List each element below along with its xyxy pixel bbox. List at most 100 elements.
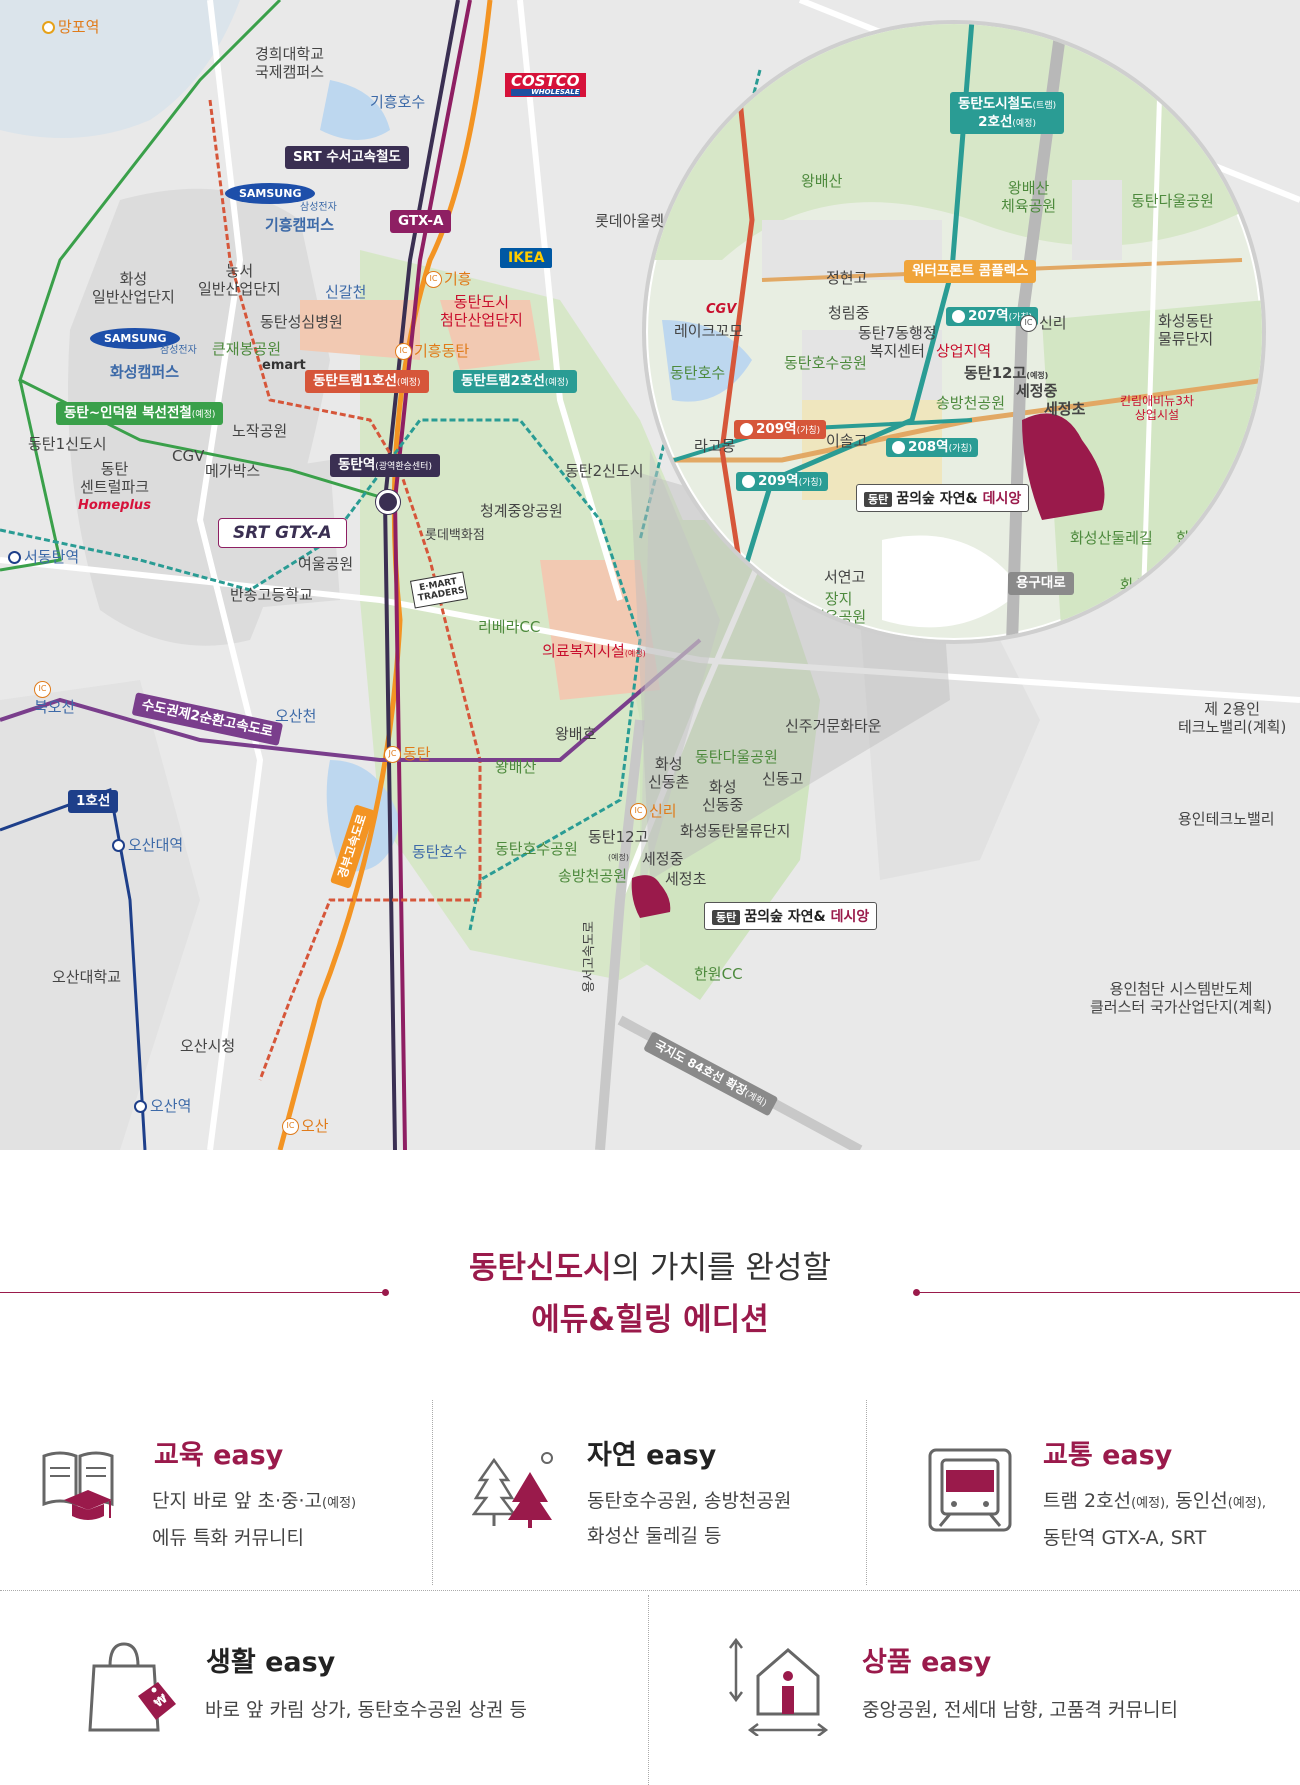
costco-logo-text: COSTCO (511, 72, 580, 90)
zoom-site-name-accent: 데시앙 (982, 491, 1022, 507)
kyunghee-univ: 경희대학교 국제캠퍼스 (255, 45, 325, 81)
grid-divider-v3 (648, 1595, 649, 1785)
zoom-tram2-tag-line2: 2호선 (978, 114, 1013, 131)
samsung-hwaseong-logo: SAMSUNG (90, 328, 181, 349)
grid-divider-h (0, 1590, 1300, 1591)
zoom-wangbae-sports: 왕배산 체육공원 (1001, 179, 1057, 215)
zoom-waterfront-tag: 워터프론트 콤플렉스 (904, 260, 1037, 283)
zoom-inset-base (646, 24, 1262, 640)
benefits-section: 동탄신도시의 가치를 완성할 에듀&힐링 에디션 교육 easy 단지 바로 앞… (0, 1150, 1300, 1785)
zoom-tram2-tag-note2: (예정) (1012, 119, 1036, 130)
feature-nature-line2: 화성산 둘레길 등 (587, 1525, 722, 1547)
osan-ic-icon: IC (282, 1118, 299, 1135)
ikea-logo: IKEA (500, 248, 553, 268)
zoom-station209a-label: 209역 (756, 421, 797, 437)
nongseo-industrial: 농서 일반산업단지 (198, 262, 281, 298)
feature-product-desc: 중앙공원, 전세대 남향, 고품격 커뮤니티 (862, 1693, 1178, 1728)
zoom-welfare: 동탄7동행정 복지센터 (858, 324, 937, 360)
zoom-dongtan12go-label: 동탄12고 (964, 364, 1027, 382)
yongin-techno-2: 제 2용인 테크노밸리(계획) (1178, 700, 1287, 736)
sinri-ic-label: 신리 (649, 802, 677, 820)
zoom-station209a: 209역(가칭) (734, 420, 827, 439)
yongin-cluster: 용인첨단 시스템반도체 클러스터 국가산업단지(계획) (1090, 980, 1273, 1016)
feature-product-line1: 중앙공원, 전세대 남향, 고품격 커뮤니티 (862, 1699, 1178, 1721)
osan-cityhall: 오산시청 (180, 1037, 236, 1055)
zoom-station208-dot (892, 440, 905, 454)
mangpo-station-label: 망포역 (58, 18, 100, 36)
samsung-hwaseong-sub: 삼성전자 (160, 345, 197, 356)
headline-dot-left (382, 1289, 389, 1296)
hwaseong-logistics: 화성동탄물류단지 (680, 822, 791, 840)
sejeongcho: 세정초 (665, 870, 707, 888)
songbangcheon-park: 송방천공원 (558, 867, 628, 885)
feature-education-note: (예정) (322, 1496, 357, 1511)
osan-station: 오산역 (134, 1097, 191, 1115)
grid-divider-v1 (432, 1400, 433, 1585)
tram2-tag: 동탄트램2호선(예정) (453, 370, 577, 393)
bansong-highschool: 반송고등학교 (230, 586, 313, 604)
seodongtan-station: 서동탄역 (8, 548, 79, 566)
dongtan-station-text: 동탄역 (338, 457, 376, 473)
location-map[interactable]: 왕배산 동탄도시철도(트램) 2호선(예정) 왕배산 체육공원 동탄다울공원 정… (0, 0, 1300, 1150)
tram2-tag-note: (예정) (544, 378, 569, 388)
zoom-dongtanhosu: 동탄호수 (670, 364, 726, 382)
feature-education-title-text: 교육 easy (154, 1440, 284, 1471)
zoom-isol: 이솔고 (826, 432, 868, 450)
zoom-station207-dot (952, 309, 965, 323)
house-arrows-icon (729, 1637, 829, 1736)
gtx-a-tag: GTX-A (390, 210, 452, 233)
feature-nature-desc: 동탄호수공원, 송방천공원 화성산 둘레길 등 (587, 1484, 791, 1554)
lotte-department: 롯데백화점 (425, 528, 485, 543)
zoom-station209b-label: 209역 (758, 473, 799, 489)
megabox: 메가박스 (205, 462, 261, 480)
sinri-ic-icon: IC (630, 803, 647, 820)
zoom-wangbaesan: 왕배산 (801, 172, 843, 190)
zoom-dongtan12go: 동탄12고(예정) (964, 364, 1048, 382)
zoom-cheongrimjung: 청림중 (828, 304, 870, 322)
tram1-tag-note: (예정) (396, 378, 421, 388)
map-base (0, 0, 1300, 1150)
hwaseong-sindongchon: 화성 신동촌 (648, 755, 690, 791)
zoom-dongtan-dawool: 동탄다울공원 (1131, 192, 1214, 210)
feature-transport-note2: (예정), (1227, 1496, 1266, 1511)
zoom-yonggu-tag: 용구대로 (1008, 572, 1074, 595)
zoom-cgv-logo: CGV (706, 302, 737, 317)
zoom-tram2-tag-note: (트램) (1032, 101, 1057, 111)
feature-education-desc: 단지 바로 앞 초·중·고(예정) 에듀 특화 커뮤니티 (152, 1484, 356, 1556)
dongtanhosu-park: 동탄호수공원 (495, 840, 578, 858)
dongtan-dawool-park: 동탄다울공원 (695, 748, 778, 766)
dongtan-station-note: (광역환승센터) (375, 462, 432, 472)
headline-rest: 의 가치를 완성할 (611, 1250, 831, 1286)
samsung-hwaseong: 화성캠퍼스 (110, 363, 180, 381)
feature-living-title: 생활 easy (206, 1647, 336, 1678)
line1-tag: 1호선 (68, 790, 119, 813)
dongtan12go: 동탄12고(예정) (588, 828, 649, 864)
feature-nature-title: 자연 easy (587, 1440, 717, 1471)
zoom-station208: 208역(가칭) (886, 438, 979, 457)
giheung-ic-label: 기흥 (444, 270, 472, 288)
osan-ic-label: 오산 (301, 1117, 329, 1135)
zoom-inset[interactable]: 왕배산 동탄도시철도(트램) 2호선(예정) 왕배산 체육공원 동탄다울공원 정… (642, 20, 1266, 644)
mangpo-station: 망포역 (42, 18, 99, 36)
feature-transport-note1: (예정), (1131, 1496, 1170, 1511)
zoom-songbang: 송방천공원 (936, 394, 1006, 412)
wangbaesan: 왕배산 (495, 758, 537, 776)
feature-education-line1: 단지 바로 앞 초·중·고 (152, 1490, 323, 1512)
headline-line1: 동탄신도시의 가치를 완성할 (0, 1242, 1300, 1287)
hwaseong-sindongjung: 화성 신동중 (702, 778, 744, 814)
site-callout-accent: 데시앙 (830, 909, 870, 925)
zoom-station209b-dot (742, 474, 755, 488)
samsung-giheung-sub: 삼성전자 (300, 202, 337, 213)
grid-divider-v2 (866, 1400, 867, 1585)
zoom-lago: 라고몽 (694, 437, 736, 455)
cheonggye-park: 청계중앙공원 (480, 502, 563, 520)
sinju-town: 신주거문화타운 (785, 717, 882, 735)
dongtan-jc-label: 동탄 (403, 745, 431, 763)
zoom-kirim: 킨림애비뉴3차 상업시설 (1120, 394, 1194, 423)
osan-univ-station-dot (112, 839, 125, 852)
zoom-sinri-ic-icon: IC (1020, 315, 1037, 332)
feature-education-line2: 에듀 특화 커뮤니티 (152, 1527, 304, 1549)
